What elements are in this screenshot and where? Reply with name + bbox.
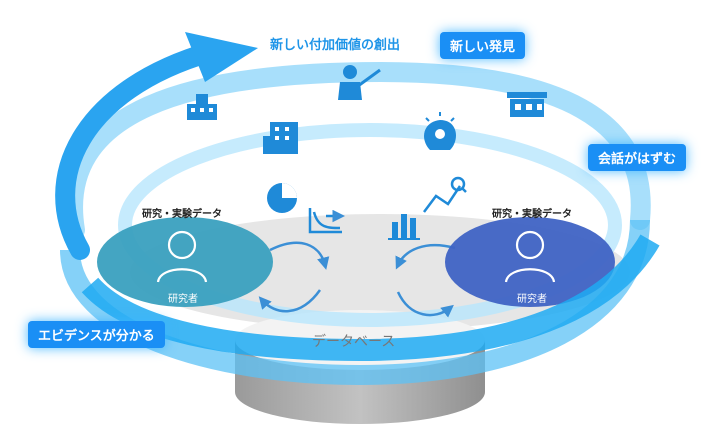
ring-rise xyxy=(55,42,220,260)
evidence-badge: エビデンスが分かる xyxy=(28,321,165,348)
analytics-search-icon xyxy=(423,176,467,213)
store-icon xyxy=(507,92,547,117)
database-label: データベース xyxy=(312,334,396,350)
researcher-avatar-icon xyxy=(156,230,208,283)
cycle-arrow-left-bottom xyxy=(258,289,322,313)
line-graph-icon xyxy=(308,208,345,234)
right-researcher-circle xyxy=(445,217,615,307)
idea-head-icon xyxy=(424,112,456,150)
left-researcher-circle xyxy=(97,217,273,307)
conversation-badge: 会話がはずむ xyxy=(588,144,687,171)
office-building-icon xyxy=(263,122,298,154)
left-researcher-label: 研究者 xyxy=(168,294,198,305)
pie-chart-icon xyxy=(267,183,297,213)
cycle-arrow-right xyxy=(395,243,456,270)
left-data-label: 研究・実験データ xyxy=(142,209,222,220)
cycle-arrow-left xyxy=(269,241,330,270)
inner-ring xyxy=(118,123,622,327)
right-data-label: 研究・実験データ xyxy=(492,209,572,220)
spiral-arrowhead xyxy=(185,32,258,82)
right-researcher-label: 研究者 xyxy=(517,294,547,305)
researcher-avatar-icon xyxy=(504,230,556,283)
school-building-icon xyxy=(187,94,217,120)
presenter-icon xyxy=(338,65,381,100)
cycle-arrow-right-bottom xyxy=(396,291,454,318)
bar-chart-icon xyxy=(388,214,420,240)
new-value-label: 新しい付加価値の創出 xyxy=(270,38,401,53)
new-discovery-badge: 新しい発見 xyxy=(440,32,526,59)
